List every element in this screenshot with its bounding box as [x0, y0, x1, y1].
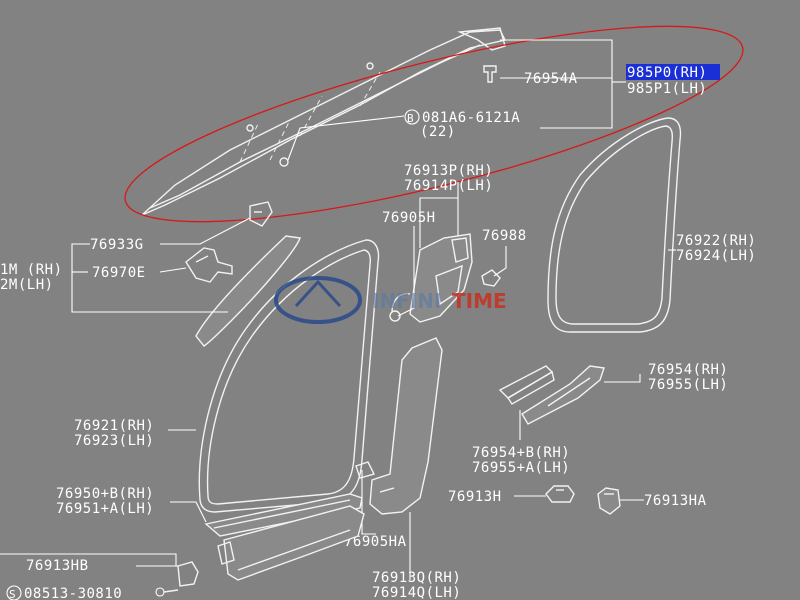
label-76913HB: 76913HB: [26, 558, 89, 574]
label-76924: 76924(LH): [676, 248, 756, 264]
label-76970E: 76970E: [92, 265, 146, 281]
roof-rail-airbag: [141, 27, 507, 216]
highlight-985P0: [626, 64, 720, 80]
b-pillar-lower: [355, 337, 443, 515]
label-76914Q: 76914Q(LH): [372, 585, 461, 600]
label-76923: 76923(LH): [74, 433, 154, 449]
label-76955A: 76955+A(LH): [472, 460, 570, 476]
svg-text:S: S: [9, 588, 16, 600]
svg-text:B: B: [407, 112, 414, 125]
label-bolt-code: 081A6-6121A: [422, 110, 520, 126]
label-bolt-qty: (22): [420, 124, 456, 140]
label-76905HA: 76905HA: [344, 534, 407, 550]
label-76905H: 76905H: [382, 210, 436, 226]
label-76951A: 76951+A(LH): [56, 501, 154, 517]
label-2M: 2M(LH): [0, 277, 54, 293]
b-pillar-upper: [389, 233, 473, 323]
label-76955: 76955(LH): [648, 377, 728, 393]
clip-76988: [481, 269, 501, 287]
screw-s-icon: S: [6, 585, 22, 600]
front-sill-plate: [204, 493, 365, 581]
label-76913HA: 76913HA: [644, 493, 707, 509]
rear-weatherstrip-76922: [547, 117, 682, 333]
front-weatherstrip-76921: [198, 239, 380, 513]
label-76913P: 76913P(RH): [404, 163, 493, 179]
clip-76913HA: [597, 487, 621, 515]
kick-plate-76954: [521, 365, 605, 425]
label-screw-code: 08513-30810: [24, 586, 122, 600]
clip-76913HB: [177, 561, 199, 587]
watermark-text-left: INFINI: [372, 289, 441, 313]
label-76954: 76954(RH): [648, 362, 728, 378]
kick-plate-76954B: [498, 365, 555, 405]
label-985P1: 985P1(LH): [627, 81, 707, 97]
screw-icon: [155, 587, 179, 597]
label-76950B: 76950+B(RH): [56, 486, 154, 502]
label-76922: 76922(RH): [676, 233, 756, 249]
label-985P0: 985P0(RH): [627, 65, 707, 81]
label-76954B: 76954+B(RH): [472, 445, 570, 461]
clip-76913H: [545, 485, 575, 503]
label-1M: 1M (RH): [0, 262, 63, 278]
annotation-ellipse: [124, 25, 744, 223]
label-76954A: 76954A: [524, 71, 578, 87]
label-76988: 76988: [482, 228, 527, 244]
clip-76954A: [483, 65, 497, 83]
label-76913H: 76913H: [448, 489, 502, 505]
clip-76970E: [185, 247, 233, 283]
bolt-b-icon: B: [404, 109, 420, 125]
label-76921: 76921(RH): [74, 418, 154, 434]
watermark-text-right: TIME: [452, 289, 507, 313]
label-76913Q: 76913Q(RH): [372, 570, 461, 586]
label-76914P: 76914P(LH): [404, 178, 493, 194]
watermark-logo: INFINI TIME: [274, 276, 507, 324]
label-76933G: 76933G: [90, 237, 144, 253]
a-pillar-garnish: [195, 201, 301, 347]
